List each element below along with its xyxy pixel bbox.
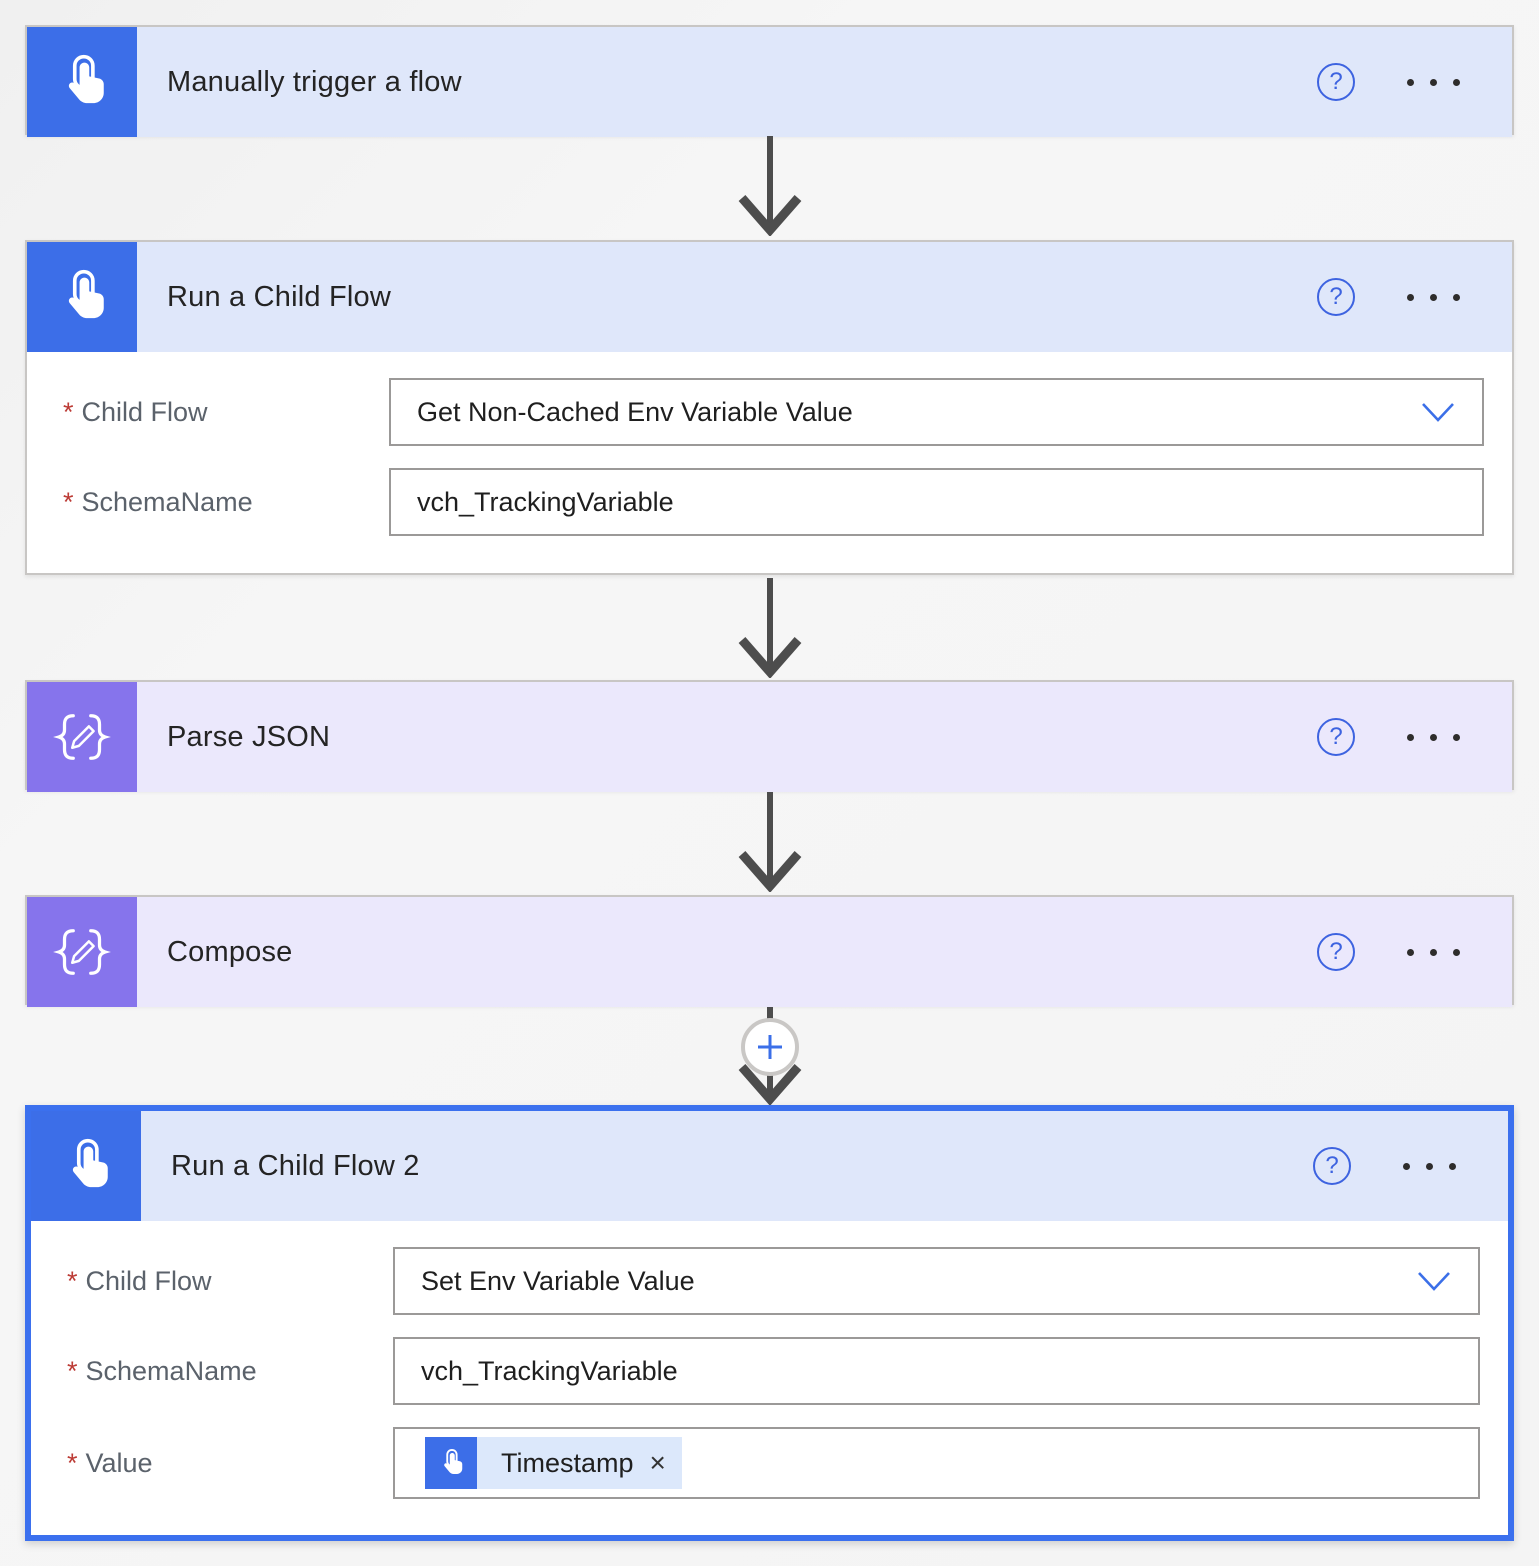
more-actions-icon[interactable] — [1405, 728, 1462, 747]
timestamp-token[interactable]: Timestamp × — [425, 1437, 682, 1489]
value-input[interactable]: Timestamp × — [393, 1427, 1480, 1499]
help-icon[interactable]: ? — [1317, 63, 1355, 101]
field-child-flow: *Child Flow Set Env Variable Value — [31, 1247, 1508, 1315]
schema-name-input[interactable] — [389, 468, 1484, 536]
card-header[interactable]: Compose ? — [27, 897, 1512, 1007]
connector-arrow — [738, 136, 802, 236]
help-icon[interactable]: ? — [1317, 278, 1355, 316]
card-header[interactable]: Run a Child Flow 2 ? — [31, 1111, 1508, 1221]
add-action-button[interactable] — [741, 1018, 799, 1076]
dropdown-selected-value: Get Non-Cached Env Variable Value — [417, 396, 853, 427]
more-actions-icon[interactable] — [1405, 943, 1462, 962]
child-flow-dropdown[interactable]: Get Non-Cached Env Variable Value — [389, 378, 1484, 446]
help-icon[interactable]: ? — [1313, 1147, 1351, 1185]
chevron-down-icon — [1422, 403, 1454, 422]
field-value: *Value Timestamp × — [31, 1427, 1508, 1499]
manual-trigger-icon — [27, 27, 137, 137]
data-operation-icon — [27, 897, 137, 1007]
field-label: *SchemaName — [63, 486, 253, 517]
data-operation-icon — [27, 682, 137, 792]
plus-icon — [758, 1035, 782, 1059]
field-label: *Child Flow — [67, 1265, 212, 1296]
field-child-flow: *Child Flow Get Non-Cached Env Variable … — [27, 378, 1512, 446]
card-run-a-child-flow-2: Run a Child Flow 2 ? *Child Flow Set Env… — [25, 1105, 1514, 1541]
field-label: *Child Flow — [63, 396, 208, 427]
field-schema-name: *SchemaName — [31, 1337, 1508, 1405]
token-label: Timestamp — [501, 1447, 634, 1478]
card-title: Parse JSON — [167, 720, 331, 753]
card-compose: Compose ? — [25, 895, 1514, 1007]
card-title: Run a Child Flow 2 — [171, 1149, 420, 1182]
dropdown-selected-value: Set Env Variable Value — [421, 1265, 695, 1296]
field-label: *Value — [67, 1447, 153, 1478]
card-title: Manually trigger a flow — [167, 65, 462, 98]
help-icon[interactable]: ? — [1317, 933, 1355, 971]
card-header[interactable]: Manually trigger a flow ? — [27, 27, 1512, 137]
card-title: Run a Child Flow — [167, 280, 392, 313]
remove-token-icon[interactable]: × — [649, 1447, 666, 1478]
card-run-a-child-flow: Run a Child Flow ? *Child Flow Get Non-C… — [25, 240, 1514, 575]
help-icon[interactable]: ? — [1317, 718, 1355, 756]
connector-arrow — [738, 792, 802, 892]
connector-arrow — [738, 578, 802, 678]
field-label: *SchemaName — [67, 1355, 257, 1386]
card-title: Compose — [167, 935, 293, 968]
card-parse-json: Parse JSON ? — [25, 680, 1514, 792]
field-schema-name: *SchemaName — [27, 468, 1512, 536]
card-header[interactable]: Run a Child Flow ? — [27, 242, 1512, 352]
more-actions-icon[interactable] — [1405, 288, 1462, 307]
child-flow-icon — [27, 242, 137, 352]
card-manually-trigger-a-flow: Manually trigger a flow ? — [25, 25, 1514, 137]
child-flow-icon — [31, 1111, 141, 1221]
manual-trigger-icon — [425, 1437, 477, 1489]
card-header[interactable]: Parse JSON ? — [27, 682, 1512, 792]
child-flow-dropdown[interactable]: Set Env Variable Value — [393, 1247, 1480, 1315]
more-actions-icon[interactable] — [1405, 73, 1462, 92]
schema-name-input[interactable] — [393, 1337, 1480, 1405]
chevron-down-icon — [1418, 1272, 1450, 1291]
more-actions-icon[interactable] — [1401, 1157, 1458, 1176]
